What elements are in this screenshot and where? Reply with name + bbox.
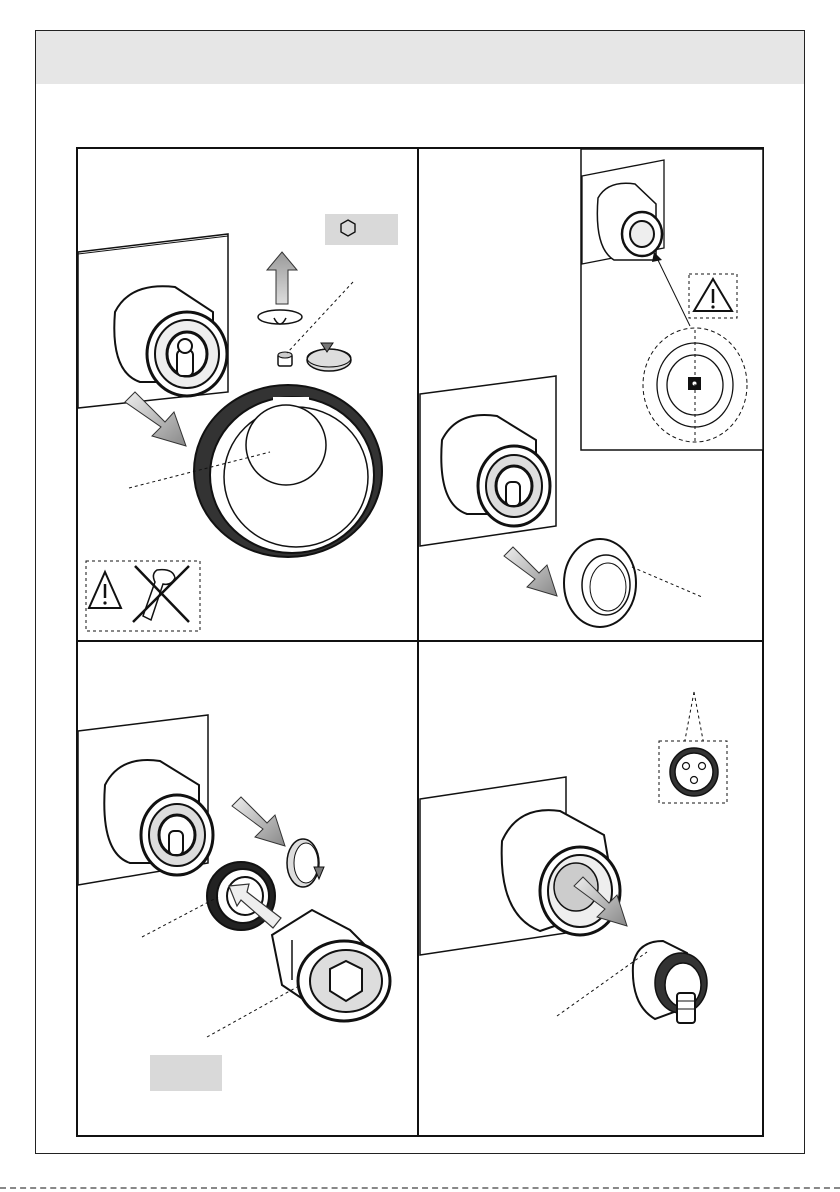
warning-tool-box (85, 560, 201, 632)
hex-key-icon (338, 218, 358, 238)
grid-divider-vertical (417, 147, 419, 1137)
cartridge-end-detail (658, 690, 728, 805)
warning-icon (688, 273, 738, 319)
leader-line (205, 985, 300, 1040)
leader-line (127, 450, 272, 490)
leader-line (630, 565, 705, 600)
leader-line (555, 950, 650, 1018)
valve-cylinder (432, 410, 562, 530)
diagonal-arrow-icon (500, 545, 560, 600)
diagonal-arrow-icon (570, 875, 630, 930)
sleeve-ring (560, 535, 640, 630)
hex-key-tag (325, 214, 398, 245)
valve-cylinder (105, 282, 245, 402)
rotate-clockwise-icon (278, 835, 328, 890)
detail-circle (640, 325, 750, 445)
tool-size-tag (150, 1055, 222, 1091)
page-bottom-edge (0, 1187, 840, 1189)
leader-line (140, 895, 220, 940)
grid-divider-horizontal (76, 640, 764, 642)
diagonal-arrow-icon (120, 390, 190, 450)
header-band (36, 31, 804, 84)
rotate-counterclockwise-icon (303, 340, 355, 376)
